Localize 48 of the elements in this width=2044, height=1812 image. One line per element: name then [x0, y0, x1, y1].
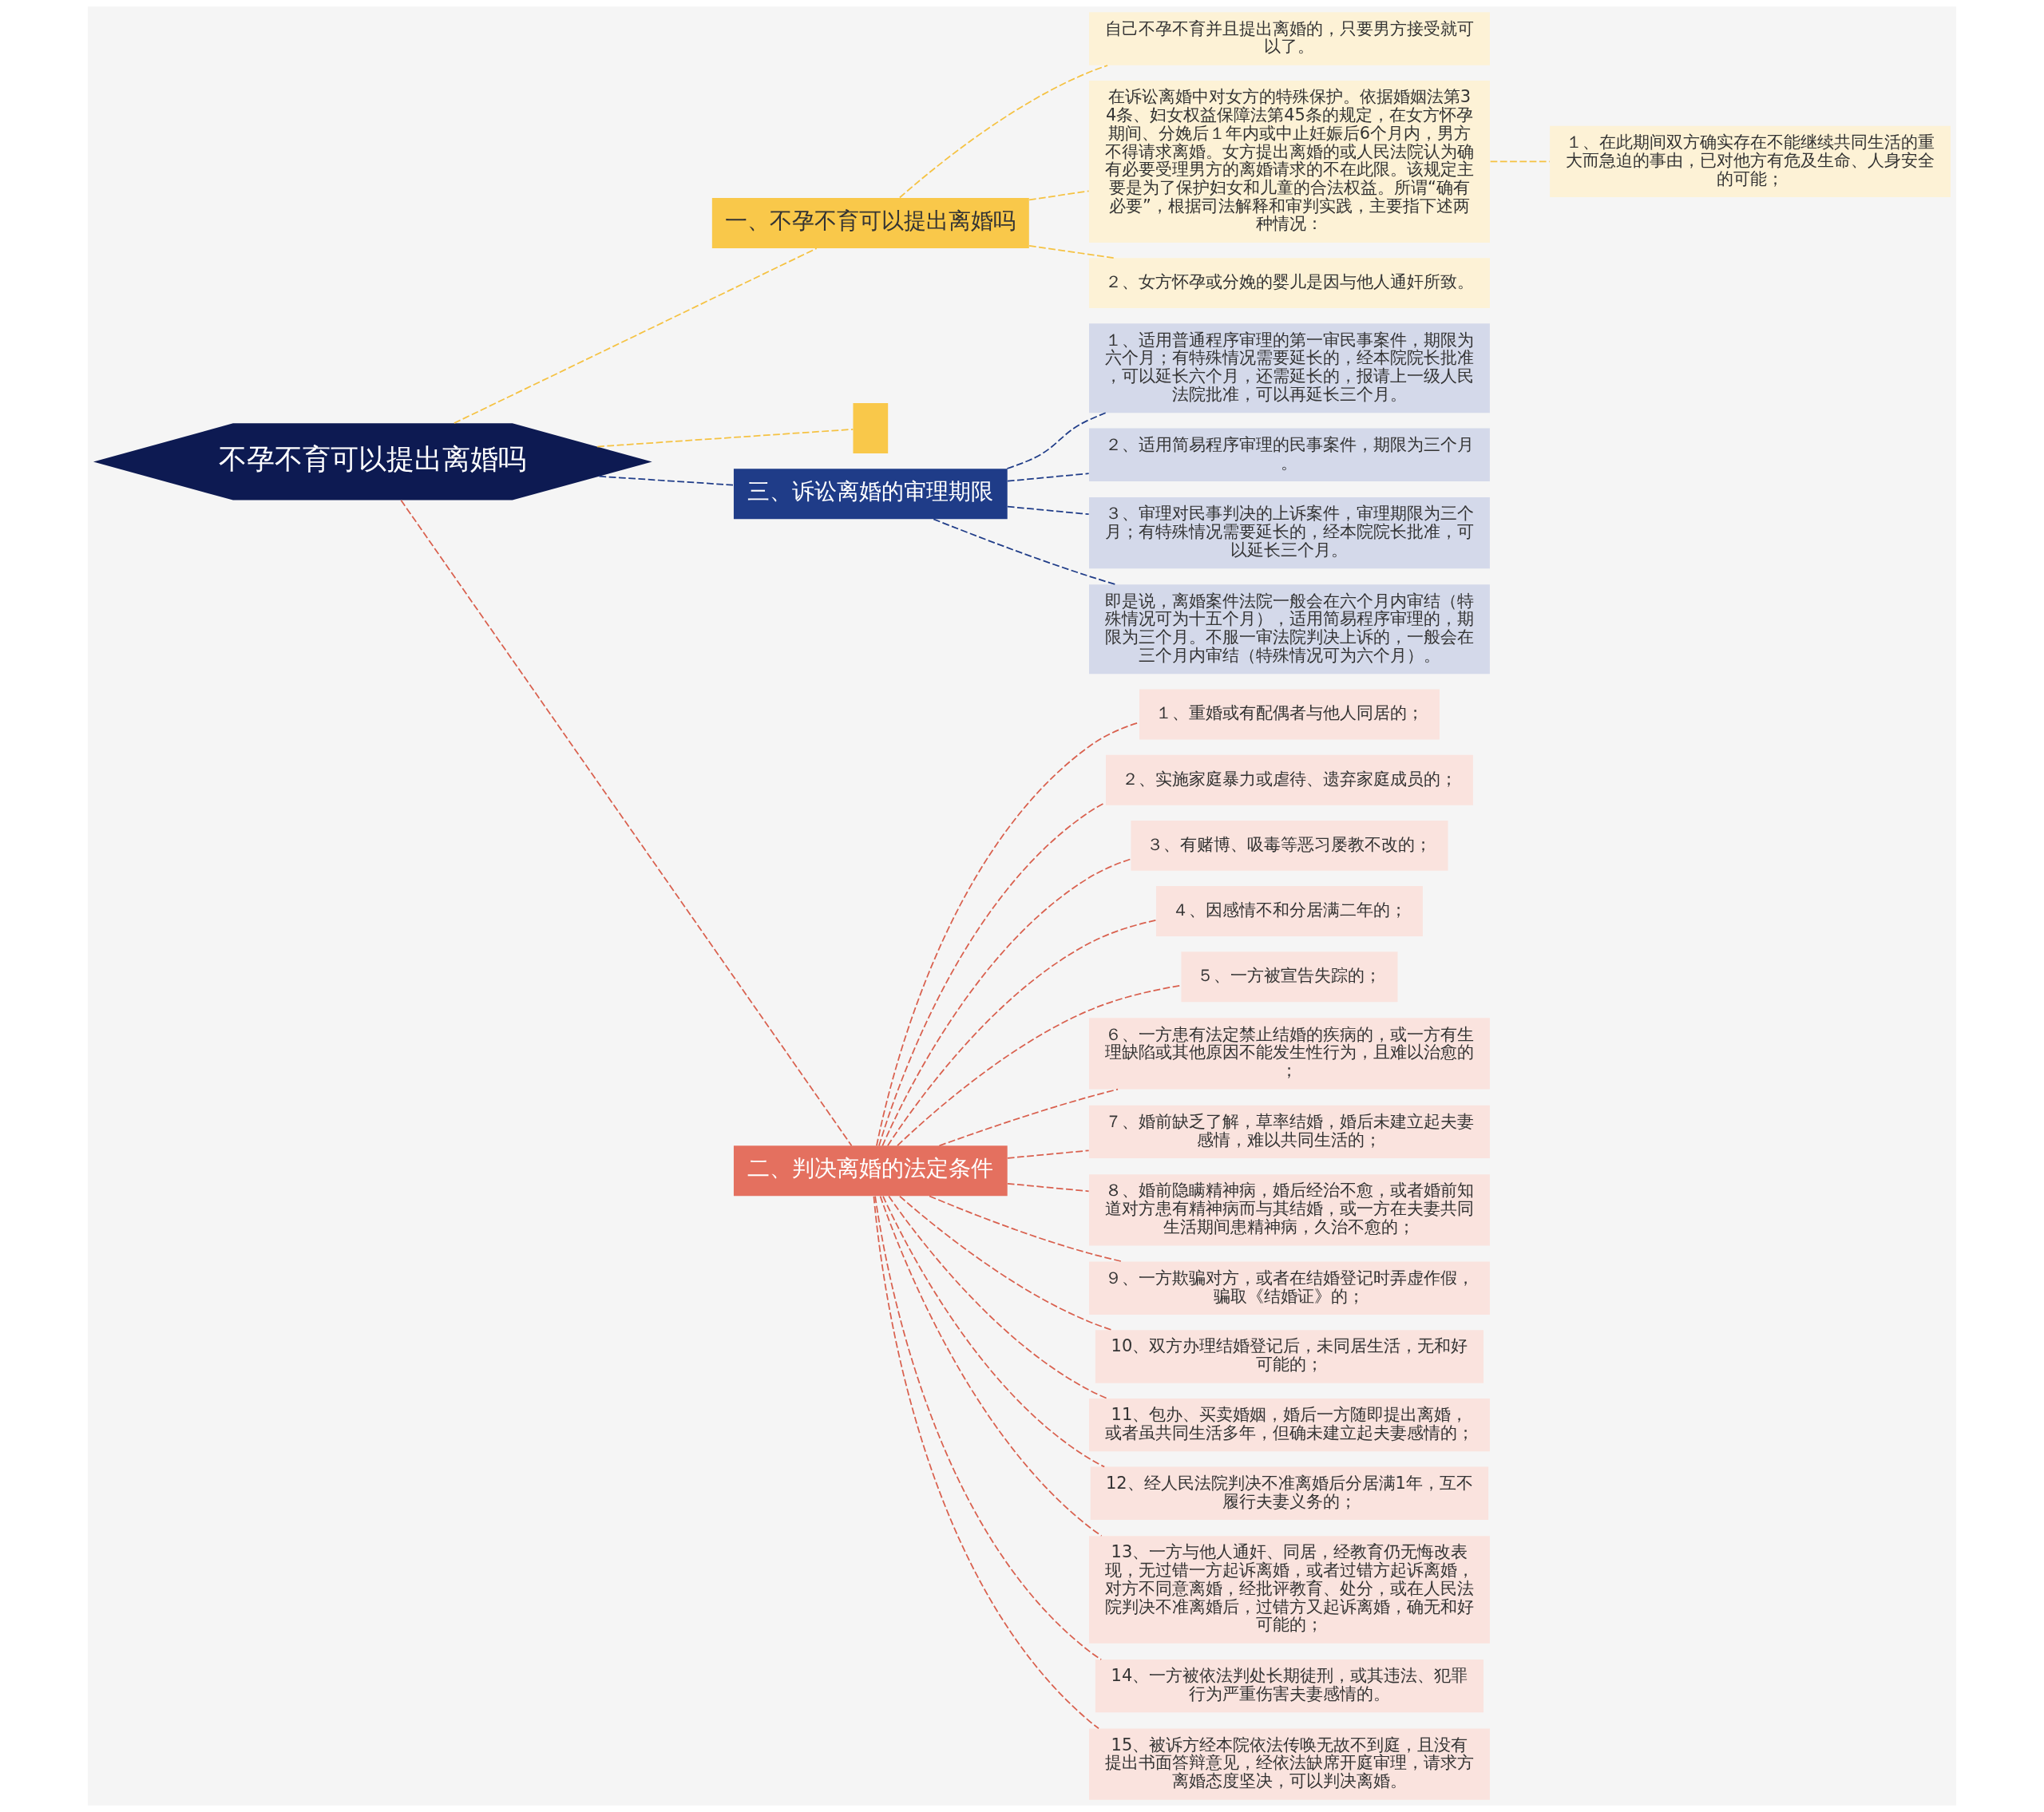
connector	[929, 1195, 1123, 1263]
node-box: 10、双方办理结婚登记后，未同居生活，无和好可能的；	[1095, 1330, 1484, 1383]
node-box: １、适用普通程序审理的第一审民事案件，期限为六个月；有特殊情况需要延长的，经本院院长批准，可以延长六个月，还需延长的，报请上一级人民法院批准，可以再延长三个月。	[1089, 323, 1490, 413]
node-box: ６、一方患有法定禁止结婚的疾病的，或一方有生理缺陷或其他原因不能发生性行为，且难以治愈的；	[1089, 1018, 1490, 1090]
connector	[1007, 505, 1090, 516]
node-box: 15、被诉方经本院依法传唤无故不到庭，且没有提出书面答辩意见，经依法缺席开庭审理，请求方离婚态度坚决，可以判决离婚。	[1089, 1728, 1490, 1800]
node-box: ３、有赌博、吸毒等恶习屡教不改的；	[1131, 820, 1448, 871]
node-box: １、重婚或有配偶者与他人同居的；	[1139, 689, 1440, 740]
node-box: 二、判决离婚的法定条件	[733, 1145, 1008, 1197]
node-box	[853, 403, 889, 453]
node-box: ４、因感情不和分居满二年的；	[1155, 886, 1423, 937]
connector	[1006, 412, 1107, 469]
connector	[881, 858, 1132, 1147]
node-box: 即是说，离婚案件法院一般会在六个月内审结（特殊情况可为十五个月），适用简易程序审理的，期限为三个月。不服一审法院判决上诉的，一般会在三个月内审结（特殊情况可为六个月）。	[1089, 584, 1490, 675]
node-box: 在诉讼离婚中对女方的特殊保护。依据婚姻法第34条、妇女权益保障法第45条的规定，在女方怀孕期间、分娩后１年内或中止妊娠后6个月内，男方不得请求离婚。女方提出离婚的或人民法院认为确有必要受理男方的离婚请求的不在此限。该规定主要是为了保护妇女和儿童的合法权益。所谓“确有必要”，根据司法解释和审判实践，主要指下述两种情况：	[1089, 81, 1490, 243]
node-box: 14、一方被依法判处长期徒刑，或其违法、犯罪行为严重伤害夫妻感情的。	[1095, 1659, 1484, 1713]
connector	[596, 428, 854, 448]
node-box: 三、诉讼离婚的审理期限	[733, 469, 1008, 520]
node-box: 一、不孕不育可以提出离婚吗	[711, 197, 1029, 248]
node-box: 12、经人民法院判决不准离婚后分居满1年，互不履行夫妻义务的；	[1090, 1466, 1489, 1520]
node-box: 自己不孕不育并且提出离婚的，只要男方接受就可以了。	[1089, 12, 1490, 65]
connector	[1489, 160, 1551, 163]
node-box: ２、女方怀孕或分娩的婴儿是因与他人通奸所致。	[1089, 258, 1490, 309]
connector	[1007, 473, 1090, 482]
node-box: ９、一方欺骗对方，或者在结婚登记时弄虚作假，骗取《结婚证》的；	[1089, 1261, 1490, 1315]
node-box: ３、审理对民事判决的上诉案件，审理期限为三个月；有特殊情况需要延长的，经本院院长批准，可以延长三个月。	[1089, 497, 1490, 569]
connector	[879, 1195, 1103, 1537]
connector	[400, 499, 853, 1147]
connector	[899, 1195, 1113, 1331]
connector	[1007, 1182, 1090, 1193]
node-box: ２、适用简易程序审理的民事案件，期限为三个月。	[1089, 428, 1490, 481]
connector	[887, 920, 1157, 1147]
connector	[598, 475, 735, 486]
node-box: ７、婚前缺乏了解，草率结婚，婚后未建立起夫妻感情，难以共同生活的；	[1089, 1105, 1490, 1159]
connector	[938, 1088, 1119, 1147]
connector	[933, 518, 1117, 586]
connector	[1007, 1149, 1090, 1159]
connector	[899, 65, 1109, 199]
node-box: ８、婚前隐瞒精神病，婚后经治不愈，或者婚前知道对方患有精神病而与其结婚，或一方在夫妻共同生活期间患精神病，久治不愈的；	[1089, 1174, 1490, 1246]
connector	[454, 247, 818, 424]
node-box: ５、一方被宣告失踪的；	[1181, 951, 1398, 1003]
connector	[1028, 190, 1090, 201]
node-box: 13、一方与他人通奸、同居，经教育仍无悔改表现，无过错一方起诉离婚，或者过错方起诉离婚，对方不同意离婚，经批评教育、处分，或在人民法院判决不准离婚后，过错方又起诉离婚，确无和好可能的；	[1089, 1536, 1490, 1644]
connector	[882, 1195, 1106, 1468]
connector	[1028, 244, 1115, 259]
connector	[888, 1195, 1108, 1399]
node-box: 11、包办、买卖婚姻，婚后一方随即提出离婚，或者虽共同生活多年，但确未建立起夫妻感情的；	[1089, 1398, 1490, 1452]
node-box: １、在此期间双方确实存在不能继续共同生活的重大而急迫的事由，已对他方有危及生命、人身安全的可能；	[1550, 125, 1951, 198]
